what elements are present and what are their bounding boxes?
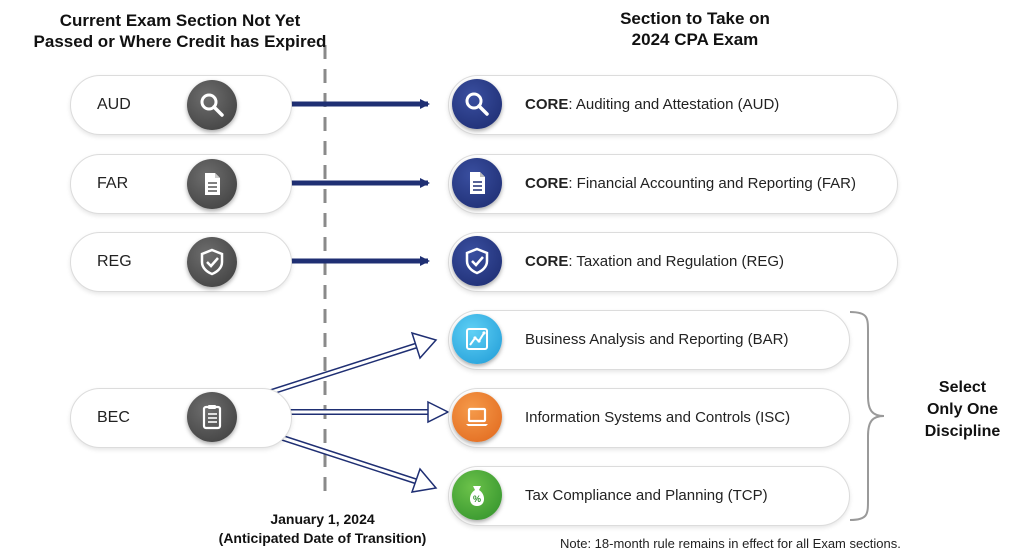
section-label: AUD	[97, 96, 131, 113]
magnifier-icon	[452, 79, 502, 129]
new-section-aud: CORE: Auditing and Attestation (AUD)	[448, 75, 898, 135]
shield-check-icon	[452, 236, 502, 286]
document-icon	[452, 158, 502, 208]
magnifier-icon	[187, 80, 237, 130]
footnote: Note: 18-month rule remains in effect fo…	[560, 536, 901, 551]
transition-date-label: January 1, 2024 (Anticipated Date of Tra…	[190, 510, 455, 548]
note-line: Discipline	[924, 423, 1001, 440]
section-label: FAR	[97, 175, 129, 192]
core-tag: CORE	[525, 175, 569, 192]
note-line: Only One	[926, 401, 999, 418]
current-section-far: FAR	[70, 154, 292, 214]
section-label: CORE: Financial Accounting and Reporting…	[525, 155, 856, 213]
discipline-brace	[849, 311, 885, 521]
core-tag: CORE	[525, 96, 569, 113]
select-discipline-note: Select Only One Discipline	[905, 377, 1020, 443]
date-caption: (Anticipated Date of Transition)	[218, 530, 427, 546]
new-section-far: CORE: Financial Accounting and Reporting…	[448, 154, 898, 214]
section-name: : Taxation and Regulation (REG)	[568, 253, 785, 270]
heading-line: Section to Take on	[620, 9, 770, 28]
heading-line: Passed or Where Credit has Expired	[33, 32, 327, 51]
section-label: Tax Compliance and Planning (TCP)	[525, 487, 768, 504]
chart-icon	[452, 314, 502, 364]
section-name: : Financial Accounting and Reporting (FA…	[568, 175, 856, 192]
section-label: CORE: Taxation and Regulation (REG)	[525, 233, 784, 291]
new-section-bar: Business Analysis and Reporting (BAR)	[448, 310, 850, 370]
new-section-heading: Section to Take on 2024 CPA Exam	[570, 8, 820, 50]
new-section-isc: Information Systems and Controls (ISC)	[448, 388, 850, 448]
section-name: : Auditing and Attestation (AUD)	[568, 96, 780, 113]
current-section-heading: Current Exam Section Not Yet Passed or W…	[0, 10, 360, 52]
heading-line: Current Exam Section Not Yet	[59, 11, 301, 30]
clipboard-icon	[187, 392, 237, 442]
section-label: BEC	[97, 409, 130, 426]
section-label: REG	[97, 253, 132, 270]
shield-check-icon	[187, 237, 237, 287]
document-icon	[187, 159, 237, 209]
current-section-reg: REG	[70, 232, 292, 292]
svg-text:%: %	[473, 494, 481, 504]
money-bag-icon: %	[452, 470, 502, 520]
heading-line: 2024 CPA Exam	[631, 30, 759, 49]
new-section-reg: CORE: Taxation and Regulation (REG)	[448, 232, 898, 292]
section-label: Information Systems and Controls (ISC)	[525, 409, 791, 426]
current-section-aud: AUD	[70, 75, 292, 135]
current-section-bec: BEC	[70, 388, 292, 448]
section-label: Business Analysis and Reporting (BAR)	[525, 331, 789, 348]
date-line: January 1, 2024	[270, 511, 375, 527]
section-label: CORE: Auditing and Attestation (AUD)	[525, 76, 779, 134]
core-tag: CORE	[525, 253, 569, 270]
note-line: Select	[938, 379, 987, 396]
laptop-icon	[452, 392, 502, 442]
new-section-tcp: Tax Compliance and Planning (TCP)	[448, 466, 850, 526]
